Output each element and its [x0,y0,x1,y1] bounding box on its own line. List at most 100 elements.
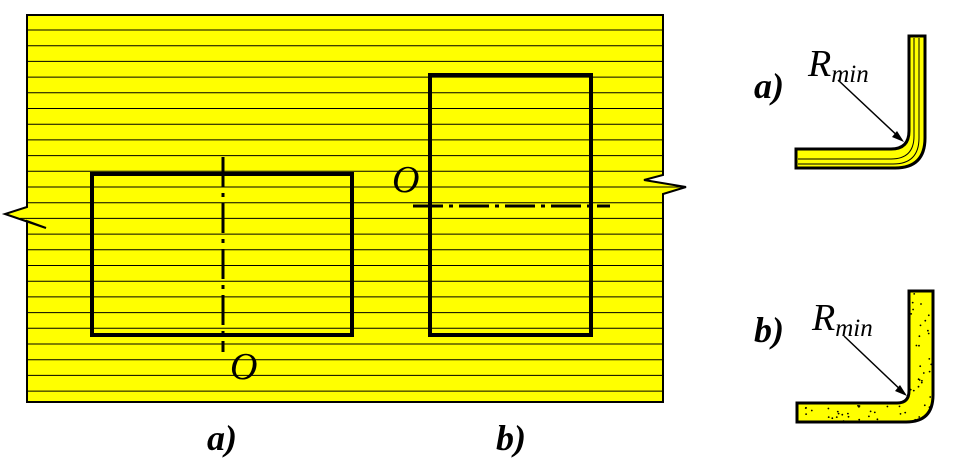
stipple-dot [856,362,858,365]
stipple-dot [886,355,889,358]
stipple-dot [918,416,921,418]
stipple-dot [925,419,928,421]
stipple-dot [831,391,834,394]
stipple-dot [852,362,855,365]
stipple-dot [841,413,844,416]
stipple-dot [858,363,860,365]
stipple-dot [876,377,878,380]
stipple-dot [806,330,809,332]
stipple-dot [829,352,832,355]
stipple-dot [854,379,857,381]
stipple-dot [817,395,820,398]
stipple-dot [827,416,830,418]
blank-b-axis-label: O [392,159,419,201]
stipple-dot [882,342,885,344]
stipple-dot [928,406,931,409]
stipple-dot [898,306,900,309]
stipple-dot [837,398,840,401]
stipple-dot [798,369,800,372]
stipple-dot [888,328,891,331]
stipple-dot [904,307,907,310]
stipple-dot [850,303,853,306]
stipple-dot [876,344,879,346]
stipple-dot [835,416,838,418]
stipple-dot [899,393,901,396]
stipple-dot [847,415,850,418]
stipple-dot [802,388,805,391]
stipple-dot [917,378,920,381]
stipple-dot [862,364,865,366]
stipple-dot [862,301,865,304]
stipple-dot [858,358,861,361]
stipple-dot [889,383,892,386]
bend-b: Rmin b) [754,289,935,424]
blank-a-axis-label: O [230,346,257,388]
stipple-dot [842,383,845,386]
stipple-dot [886,299,888,302]
stipple-dot [861,344,863,347]
stipple-dot [890,387,892,390]
stipple-dot [827,407,830,410]
stipple-dot [822,386,825,389]
stipple-dot [879,340,882,343]
stipple-dot [848,293,851,296]
stipple-dot [864,390,867,393]
stipple-dot [928,358,931,360]
stipple-dot [881,322,884,325]
stipple-dot [869,296,872,298]
stipple-dot [831,417,834,420]
stipple-dot [920,381,923,384]
stipple-dot [807,355,809,358]
stipple-dot [818,421,820,422]
stipple-dot [797,313,799,316]
stipple-dot [928,370,931,373]
stipple-dot [839,310,841,313]
stipple-dot [806,336,809,339]
stipple-dot [855,299,858,301]
stipple-dot [802,323,804,326]
label-blank-a: a) [207,418,237,458]
stipple-dot [817,294,820,296]
stipple-dot [822,359,824,362]
stipple-dot [825,364,828,367]
stipple-dot [886,405,889,408]
bend-b-leader-arrowhead [895,385,907,396]
stipple-dot [812,384,815,386]
sheet-outline [1,14,687,403]
stipple-dot [912,308,914,311]
bend-b-radius-label: Rmin [811,297,873,342]
stipple-dot [872,354,875,357]
stipple-dot [803,336,805,339]
stipple-dot [872,398,875,401]
label-bend-b: b) [754,310,784,350]
stipple-dot [868,345,870,348]
stipple-dot [801,338,804,341]
stipple-dot [797,309,800,312]
stipple-dot [805,291,808,294]
stipple-dot [863,383,866,386]
stipple-dot [919,365,922,368]
stipple-dot [858,310,861,312]
stipple-dot [927,332,930,335]
stipple-dot [875,392,878,395]
stipple-dot [919,324,922,327]
stipple-dot [842,420,845,422]
stipple-dot [810,409,813,412]
stipple-dot [903,323,906,326]
stipple-dot [922,372,925,374]
stipple-dot [826,373,829,375]
stipple-dot [805,413,807,415]
stipple-dot [892,291,895,293]
stipple-dot [833,354,835,357]
stipple-dot [863,360,866,363]
rolling-direction-lines [20,29,686,392]
stipple-dot [824,341,826,344]
bend-a-radius-leader [837,79,903,141]
stipple-dot [844,388,846,391]
stipple-dot [898,374,901,377]
stipple-dot [797,322,798,324]
stipple-dot [795,337,797,339]
sheet-metal [1,14,687,403]
bend-a-radius-label: Rmin [807,43,869,88]
stipple-dot [896,355,899,357]
